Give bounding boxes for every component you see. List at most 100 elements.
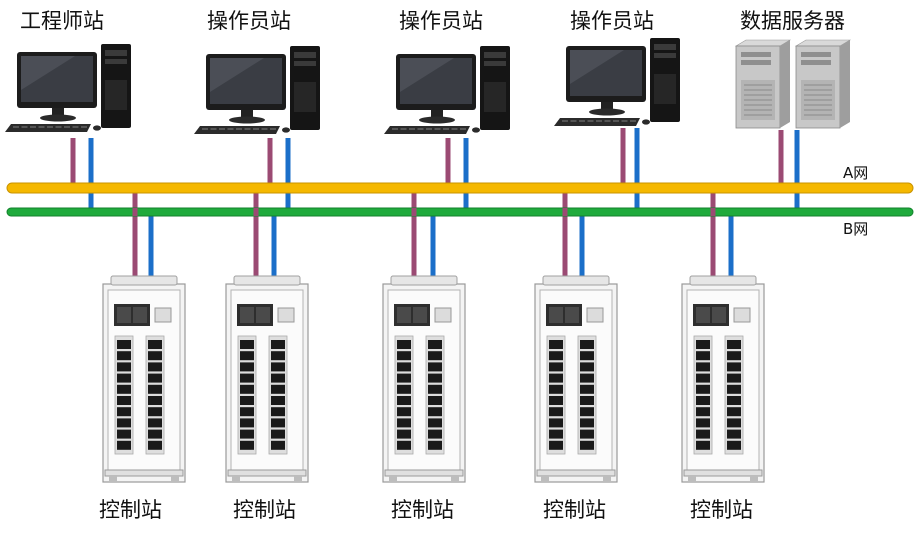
cabinet-foot [389, 476, 397, 482]
io-module [727, 373, 741, 383]
control-station-label-2: 控制站 [233, 498, 296, 522]
io-module [271, 373, 285, 383]
io-module [428, 440, 442, 450]
keyboard-key-row [562, 120, 568, 122]
io-module [117, 440, 131, 450]
a-net-link-bottom-5 [710, 188, 716, 276]
bus-layer [6, 182, 914, 217]
control-cabinet-icon [102, 275, 186, 483]
io-module [240, 351, 254, 361]
control-cabinet-icon [534, 275, 618, 483]
server-side [840, 40, 850, 128]
controller-cpu [413, 307, 427, 323]
keyboard-key-row [253, 128, 259, 130]
keyboard-key-row [604, 120, 611, 122]
top-node-label-2: 操作员站 [207, 9, 291, 33]
tower-panel [654, 74, 676, 104]
control-station-label-4: 控制站 [543, 498, 606, 522]
screen-glare [400, 58, 454, 92]
cabinet-foot [688, 476, 696, 482]
io-module [549, 351, 563, 361]
io-module [397, 440, 411, 450]
io-module [428, 340, 442, 349]
monitor-neck [431, 110, 443, 118]
b-net-link-top-5 [794, 130, 800, 211]
io-module [696, 429, 710, 439]
io-module [148, 407, 162, 417]
io-module [580, 429, 594, 439]
io-module [117, 407, 131, 417]
controller-cpu [397, 307, 411, 323]
top-node-label-3: 操作员站 [399, 9, 483, 33]
io-module [117, 418, 131, 428]
cabinet-foot [232, 476, 240, 482]
io-module [428, 396, 442, 405]
io-module [727, 440, 741, 450]
io-module [397, 384, 411, 394]
keyboard-key-row [227, 128, 234, 130]
io-module [117, 384, 131, 394]
b-net-link-top-1 [88, 138, 94, 211]
io-module [397, 429, 411, 439]
io-module [148, 373, 162, 383]
server-tower-icon [734, 39, 792, 129]
keyboard-key-row [261, 128, 268, 130]
tower-panel [484, 82, 506, 112]
screen-glare [210, 58, 264, 92]
links-layer [70, 128, 800, 276]
keyboard-key-row [55, 126, 62, 128]
io-module [696, 362, 710, 372]
io-module [696, 418, 710, 428]
io-module [727, 362, 741, 372]
keyboard-key-row [244, 128, 251, 130]
monitor-neck [601, 102, 613, 110]
desktop-computer-icon [554, 38, 680, 126]
io-module [696, 340, 710, 349]
control-station-label-3: 控制站 [391, 498, 454, 522]
io-module [696, 384, 710, 394]
io-module [696, 440, 710, 450]
io-module [428, 429, 442, 439]
cabinet-foot [750, 476, 758, 482]
io-module [240, 407, 254, 417]
io-module [397, 340, 411, 349]
io-module [580, 362, 594, 372]
io-module [580, 384, 594, 394]
cabinet-plinth [384, 469, 464, 477]
io-module [549, 440, 563, 450]
a-net-link-bottom-1 [132, 188, 138, 276]
cabinet-plinth [536, 469, 616, 477]
mouse [472, 127, 480, 133]
keyboard-key-row [30, 126, 36, 128]
io-module [397, 351, 411, 361]
keyboard-key-row [417, 128, 424, 130]
monitor-neck [241, 110, 253, 118]
mouse [642, 119, 650, 125]
b-net-link-bottom-5 [728, 212, 734, 276]
io-module [696, 396, 710, 405]
drive-bay [484, 52, 506, 58]
io-module [549, 396, 563, 405]
io-module [549, 373, 563, 383]
top-node-label-1: 工程师站 [20, 9, 104, 33]
power-module [733, 307, 751, 323]
drive-bay [654, 44, 676, 50]
monitor-base [419, 116, 455, 124]
io-module [271, 384, 285, 394]
io-module [148, 351, 162, 361]
a-net-link-top-1 [70, 138, 76, 190]
cabinet-top [233, 275, 301, 286]
io-module [580, 407, 594, 417]
desktop-computer-icon [194, 46, 320, 134]
network-b-bus [6, 207, 914, 217]
control-cabinet-icon [681, 275, 765, 483]
b-net-link-bottom-2 [271, 212, 277, 276]
mouse [282, 127, 290, 133]
io-module [397, 418, 411, 428]
a-net-link-bottom-2 [253, 188, 259, 276]
io-module [696, 373, 710, 383]
keyboard-key-row [219, 128, 225, 130]
keyboard-key-row [202, 128, 208, 130]
keyboard-key-row [270, 128, 276, 130]
top-node-label-4: 操作员站 [570, 9, 654, 33]
